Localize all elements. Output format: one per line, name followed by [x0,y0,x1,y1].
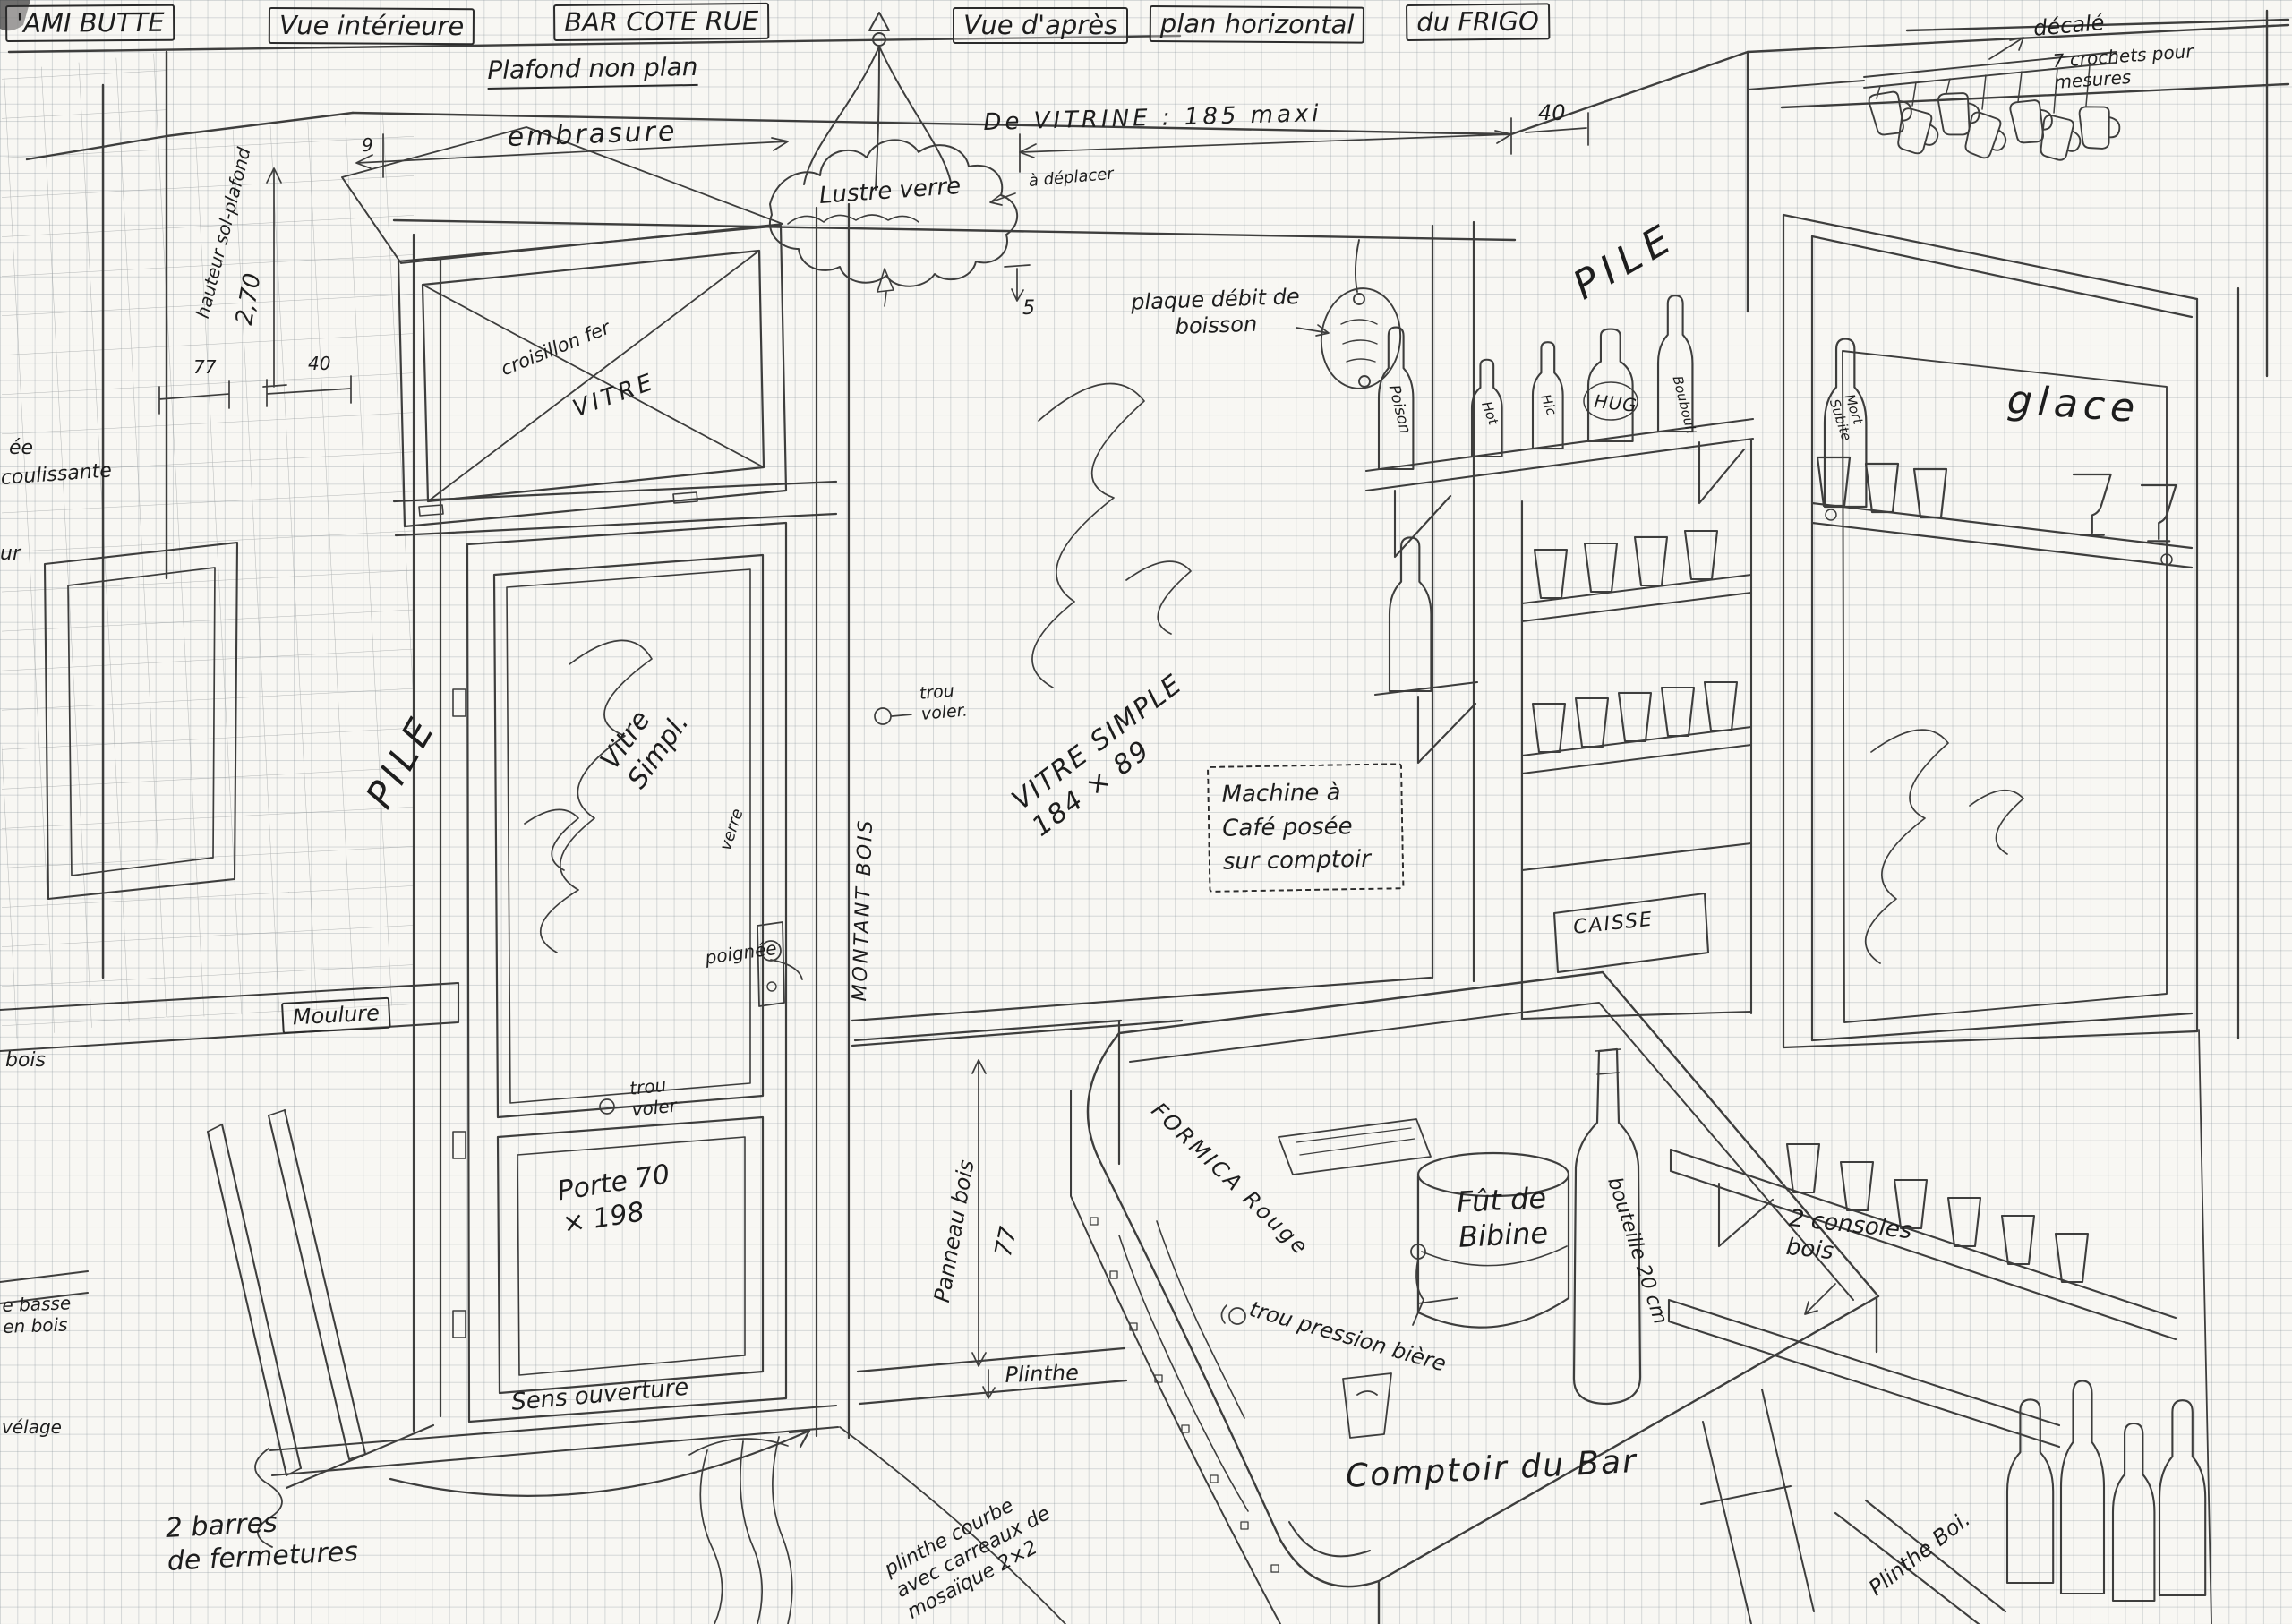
label-fut-bibine: Fût de Bibine [1456,1180,1549,1254]
tall-bottle [1572,1047,1642,1406]
label-dim-5: 5 [1022,297,1035,320]
bar-counter [1070,970,1880,1624]
label-dim-77-door: 77 [990,1224,1023,1260]
dimension-arrows [158,37,2024,1497]
lower-right-shelves [1667,1029,2212,1624]
label-dim-77-left: 77 [193,356,217,378]
glass-cabinet [1520,439,1753,1021]
label-moulure: Moulure [281,996,391,1035]
label-plafond-non-plan: Plafond non plan [487,51,698,90]
label-fragment-ur: ur [0,543,21,565]
header-title-part2: Vue intérieure [268,7,475,46]
label-glace: glace [2006,376,2142,432]
licence-plaque [1320,239,1402,389]
mirror-cabinet [1782,213,2240,1049]
beer-keg [1416,1151,1570,1329]
entry-door [412,202,851,1440]
label-embrasure: embrasure [507,115,678,153]
label-dim-9: 9 [362,134,373,156]
left-wall-items [0,541,1066,1624]
header-title-part4: Vue d'après [953,7,1129,45]
label-dim-40-left: 40 [308,353,331,374]
label-plinthe-door: Plinthe [1005,1360,1080,1388]
label-machine-cafe: Machine à Café posée sur comptoir [1207,763,1405,893]
label-trou-voler-top: trou voler. [919,680,969,724]
header-title-part5: plan horizontal [1149,5,1365,45]
label-dim-40-top: 40 [1538,100,1566,125]
label-basse-bois: e basse en bois [2,1292,72,1338]
hanging-mugs [1747,51,2123,164]
header-title-part6: du FRIGO [1406,3,1551,42]
header-title-part3: BAR COTE RUE [553,2,770,42]
backbar-bottle-shelf [1364,294,1755,765]
label-bottle-hug: HUG [1593,390,1638,416]
transom-window [341,126,838,537]
label-barres-fermetures: 2 barres de fermetures [165,1507,359,1577]
label-bois-left: bois [5,1049,46,1072]
header-title-part1: 'AMI BUTTE [5,4,175,43]
centre-window [851,220,1475,1406]
label-fragment-ee: ée [9,437,34,459]
label-trou-voler-door: trou voler [629,1073,678,1122]
label-velage: vélage [2,1416,62,1438]
chandelier [769,12,1019,307]
label-plaque-debit: plaque débit de boisson [1130,284,1301,340]
plinth-scribble [688,1436,793,1624]
left-wall-tiles [2,52,414,1040]
